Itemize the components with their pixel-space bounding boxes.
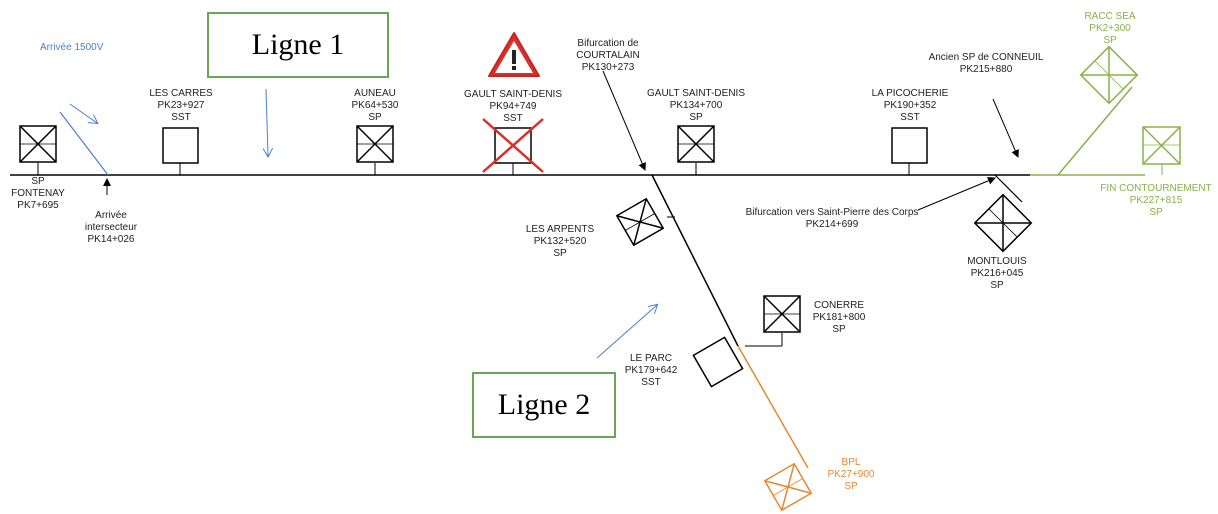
label-gault-sp-2: PK134+700 — [670, 100, 723, 111]
label-bifurcation-courtalain-3: PK130+273 — [582, 62, 635, 73]
label-les-arpents-1: LES ARPENTS — [526, 224, 595, 235]
label-bifurcation-spdc-1: Bifurcation vers Saint-Pierre des Corps — [746, 207, 919, 218]
station-auneau-symbol — [356, 125, 394, 163]
label-auneau-1: AUNEAU — [354, 88, 396, 99]
ligne-1-label: Ligne 1 — [207, 12, 389, 78]
green-branch-racc-sea — [1057, 86, 1133, 176]
label-gault-sst-3: SST — [503, 113, 522, 124]
label-les-arpents-3: SP — [553, 248, 567, 259]
station-les-carres-symbol — [162, 127, 199, 164]
label-racc-sea-3: SP — [1103, 35, 1117, 46]
station-montlouis-symbol — [973, 193, 1033, 253]
label-fin-contournement-1: FIN CONTOURNEMENT — [1100, 183, 1211, 194]
label-bifurcation-courtalain-1: Bifurcation de — [577, 38, 639, 49]
label-montlouis-1: MONTLOUIS — [967, 256, 1027, 267]
label-auneau-2: PK64+530 — [352, 100, 399, 111]
label-arrivee-intersecteur-2: intersecteur — [85, 222, 138, 233]
label-le-parc-2: PK179+642 — [625, 365, 678, 376]
label-racc-sea-1: RACC SEA — [1084, 11, 1135, 22]
label-gault-sp-1: GAULT SAINT-DENIS — [647, 88, 745, 99]
label-bpl-1: BPL — [842, 457, 861, 468]
label-le-parc-1: LE PARC — [630, 353, 672, 364]
label-montlouis-2: PK216+045 — [971, 268, 1024, 279]
arrivee-1500v-line — [59, 111, 109, 176]
label-picocherie-2: PK190+352 — [884, 100, 937, 111]
station-conerre-symbol — [763, 295, 801, 333]
label-racc-sea-2: PK2+300 — [1089, 23, 1131, 34]
arrow — [266, 88, 268, 156]
station-fontenay-symbol — [19, 125, 57, 163]
label-les-carres-3: SST — [171, 112, 190, 123]
label-arrivee-intersecteur-3: PK14+026 — [88, 234, 135, 245]
label-gault-sst-2: PK94+749 — [490, 101, 537, 112]
station-gault-saint-denis-sp-symbol — [677, 125, 715, 163]
label-bpl-3: SP — [844, 481, 858, 492]
label-fontenay-2: FONTENAY — [11, 188, 65, 199]
arrow — [596, 305, 657, 359]
line-orange-branch — [737, 345, 809, 469]
label-conerre-1: CONERRE — [814, 300, 864, 311]
line-2-branch — [651, 174, 739, 347]
station-les-arpents-symbol — [615, 197, 665, 247]
label-picocherie-1: LA PICOCHERIE — [872, 88, 949, 99]
label-bifurcation-spdc-2: PK214+699 — [806, 219, 859, 230]
label-bpl-2: PK27+900 — [828, 469, 875, 480]
label-fontenay-1: SP — [31, 176, 45, 187]
station-le-parc-symbol — [692, 336, 744, 388]
label-ancien-sp-conneuil-2: PK215+880 — [960, 64, 1013, 75]
label-fontenay-3: PK7+695 — [17, 200, 59, 211]
removed-cross-icon — [482, 118, 544, 173]
label-les-arpents-2: PK132+520 — [534, 236, 587, 247]
station-racc-sea-symbol — [1079, 45, 1139, 105]
label-picocherie-3: SST — [900, 112, 919, 123]
spdc-branch — [994, 174, 1023, 203]
station-bpl-symbol — [763, 462, 813, 512]
label-bifurcation-courtalain-2: COURTALAIN — [576, 50, 640, 61]
station-fin-contournement-symbol — [1142, 126, 1181, 165]
station-gault-saint-denis-sst-symbol — [482, 118, 544, 173]
ligne-2-label: Ligne 2 — [472, 372, 616, 438]
station-la-picocherie-symbol — [891, 127, 928, 164]
label-arrivee-intersecteur-1: Arrivée — [95, 210, 127, 221]
label-le-parc-3: SST — [641, 377, 660, 388]
label-gault-sst-1: GAULT SAINT-DENIS — [464, 89, 562, 100]
arrow — [602, 70, 646, 171]
arrow — [992, 98, 1019, 158]
label-auneau-3: SP — [368, 112, 382, 123]
warning-icon — [488, 32, 540, 77]
label-arrivee-1500v: Arrivée 1500V — [40, 42, 104, 53]
label-les-carres-1: LES CARRES — [149, 88, 213, 99]
label-fin-contournement-2: PK227+815 — [1130, 195, 1183, 206]
label-gault-sp-3: SP — [689, 112, 703, 123]
label-conerre-2: PK181+800 — [813, 312, 866, 323]
arrow — [69, 103, 97, 123]
label-fin-contournement-3: SP — [1149, 207, 1163, 218]
arrow — [917, 176, 996, 211]
label-les-carres-2: PK23+927 — [158, 100, 205, 111]
label-ancien-sp-conneuil-1: Ancien SP de CONNEUIL — [929, 52, 1044, 63]
label-montlouis-3: SP — [990, 280, 1004, 291]
label-conerre-3: SP — [832, 324, 846, 335]
